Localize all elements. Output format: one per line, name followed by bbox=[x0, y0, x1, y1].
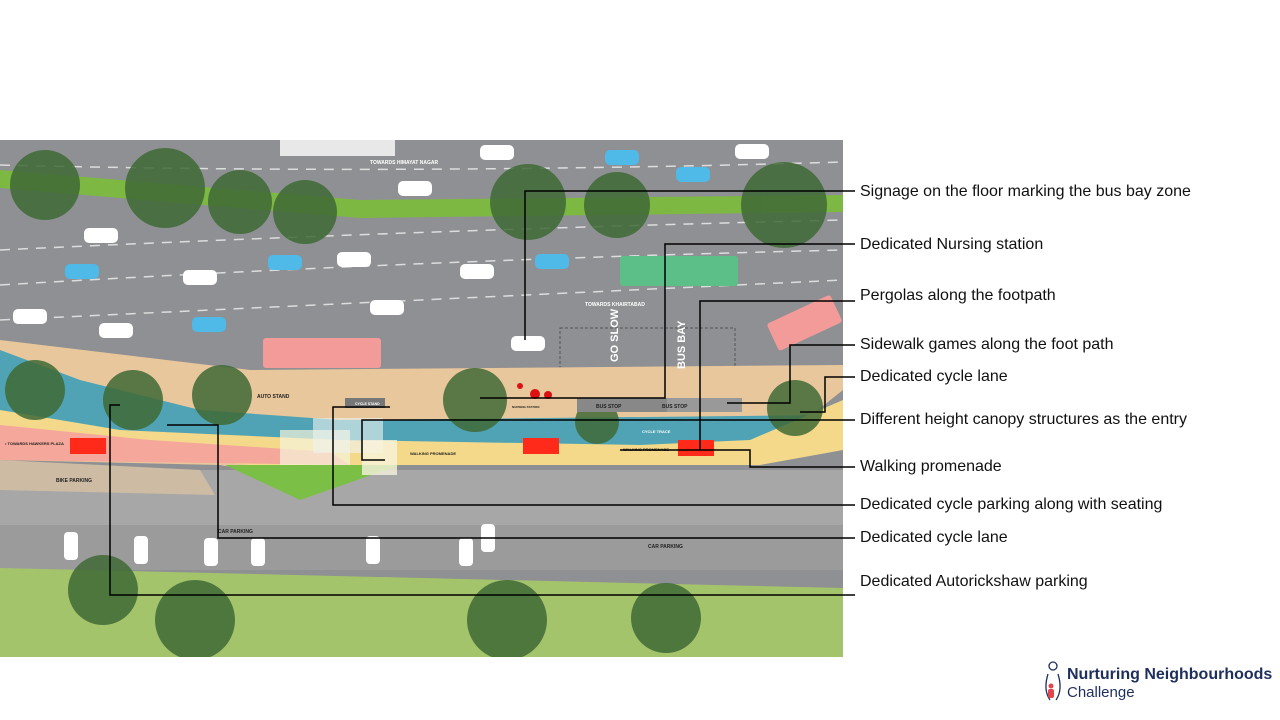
bus bbox=[620, 256, 738, 286]
map-label: CAR PARKING bbox=[648, 544, 683, 550]
map-label: • TOWARDS HAWKERS PLAZA bbox=[5, 441, 64, 446]
nnc-logo: Nurturing Neighbourhoods Challenge bbox=[1042, 660, 1272, 702]
map-label: BUS BAY bbox=[676, 320, 688, 369]
map-label: BUS STOP bbox=[662, 404, 688, 410]
callout-cycle-lane-2: Dedicated cycle lane bbox=[860, 529, 1008, 546]
map-label: CAR PARKING bbox=[218, 529, 253, 535]
callout-cycle-parking: Dedicated cycle parking along with seati… bbox=[860, 496, 1163, 513]
map-label: BIKE PARKING bbox=[56, 478, 92, 484]
map-label: NURSING STATION bbox=[512, 405, 539, 409]
logo-title: Nurturing Neighbourhoods bbox=[1067, 666, 1273, 683]
map-label: CYCLE TRACE bbox=[642, 429, 671, 434]
callout-nursing-station: Dedicated Nursing station bbox=[860, 236, 1044, 253]
callout-sidewalk-games: Sidewalk games along the foot path bbox=[860, 336, 1114, 353]
map-label: CYCLE STAND bbox=[355, 402, 380, 406]
callout-pergolas: Pergolas along the footpath bbox=[860, 287, 1056, 304]
callout-walking-promenade: Walking promenade bbox=[860, 458, 1002, 475]
callout-canopy-structures: Different height canopy structures as th… bbox=[860, 411, 1187, 428]
car-parking bbox=[0, 525, 843, 570]
bus bbox=[263, 338, 381, 368]
map-label: BUS STOP bbox=[596, 404, 622, 410]
map-label: WALKING PROMENADE bbox=[623, 447, 669, 452]
callout-bus-bay-signage: Signage on the floor marking the bus bay… bbox=[860, 183, 1191, 200]
callout-cycle-lane: Dedicated cycle lane bbox=[860, 368, 1008, 385]
map-label: TOWARDS KHAIRTABAD bbox=[585, 302, 645, 308]
map-label: TOWARDS HIMAYAT NAGAR bbox=[370, 160, 438, 166]
building bbox=[280, 140, 395, 156]
parent-child-icon bbox=[1045, 661, 1061, 701]
map-label: AUTO STAND bbox=[257, 394, 290, 400]
logo-subtitle: Challenge bbox=[1067, 684, 1135, 701]
bus-stop-shelter bbox=[577, 398, 667, 412]
canopy bbox=[362, 440, 397, 475]
street-plan-image: TOWARDS HIMAYAT NAGAR TOWARDS KHAIRTABAD… bbox=[0, 140, 843, 657]
callout-autorickshaw-parking: Dedicated Autorickshaw parking bbox=[860, 573, 1088, 590]
map-label: WALKING PROMENADE bbox=[410, 451, 456, 456]
map-label: GO SLOW bbox=[609, 308, 621, 362]
